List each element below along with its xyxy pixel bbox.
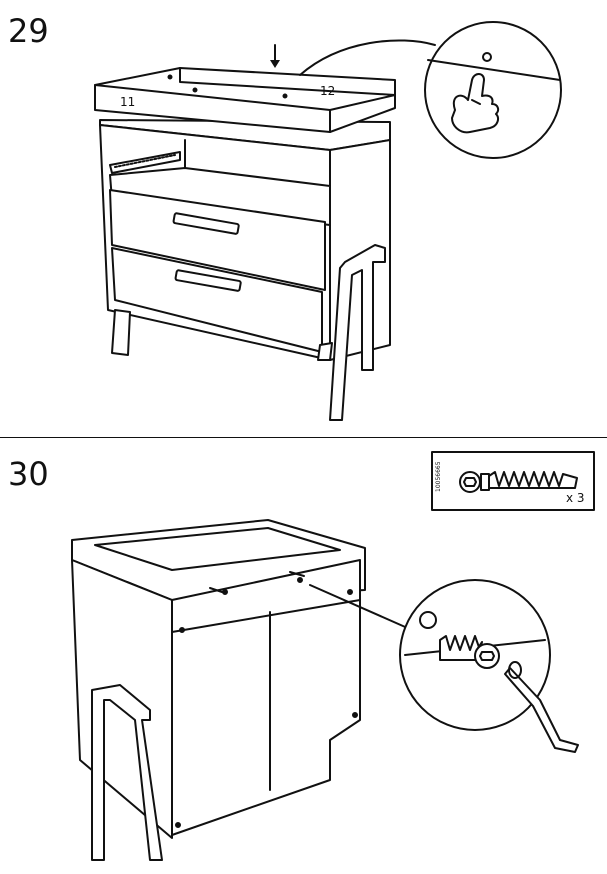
part-label-12: 12 [320,84,335,98]
hardware-quantity: x 3 [566,491,585,505]
step-29-illustration [94,21,562,421]
part-label-11: 11 [120,95,135,109]
step-number-29: 29 [8,12,49,50]
step-number-30: 30 [8,455,49,493]
step-divider [0,437,607,438]
hardware-article-number: 10056665 [435,461,442,492]
step-30-illustration [71,451,595,861]
